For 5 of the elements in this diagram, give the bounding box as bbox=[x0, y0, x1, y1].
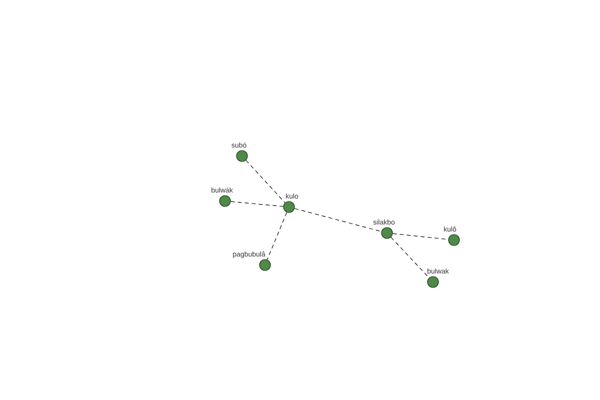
connector-line bbox=[266, 212, 288, 260]
connector-line bbox=[246, 160, 286, 204]
connector-line bbox=[230, 201, 284, 207]
connector-line bbox=[390, 236, 430, 278]
connector-line bbox=[294, 208, 382, 232]
